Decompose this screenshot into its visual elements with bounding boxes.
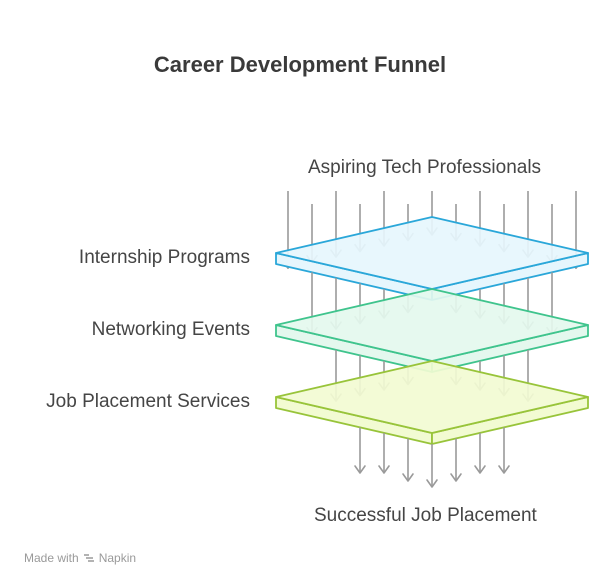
stage-top-face xyxy=(275,360,589,434)
stage-label-networking: Networking Events xyxy=(91,319,250,340)
stage-layer-placement xyxy=(275,360,589,445)
stage-layer-internship xyxy=(275,216,589,301)
arrow-down xyxy=(378,432,390,474)
arrow-down xyxy=(474,432,486,474)
made-with-credit: Made with Napkin xyxy=(24,551,136,565)
arrow-down xyxy=(426,444,438,488)
arrow-down xyxy=(402,438,414,482)
stage-top-face xyxy=(275,288,589,362)
arrow-down xyxy=(354,427,366,474)
arrows-to-output xyxy=(354,427,510,488)
credit-prefix: Made with xyxy=(24,551,79,565)
diagram-title: Career Development Funnel xyxy=(153,52,447,77)
arrow-down xyxy=(450,438,462,482)
stage-label-placement: Job Placement Services xyxy=(46,391,250,412)
stage-top-face xyxy=(275,216,589,290)
output-label: Successful Job Placement xyxy=(314,505,537,526)
stage-label-internship: Internship Programs xyxy=(78,247,250,268)
arrow-down xyxy=(498,427,510,474)
napkin-logo-icon xyxy=(83,552,95,564)
credit-brand: Napkin xyxy=(98,551,137,565)
stage-layer-networking xyxy=(275,288,589,373)
input-label: Aspiring Tech Professionals xyxy=(308,157,542,178)
